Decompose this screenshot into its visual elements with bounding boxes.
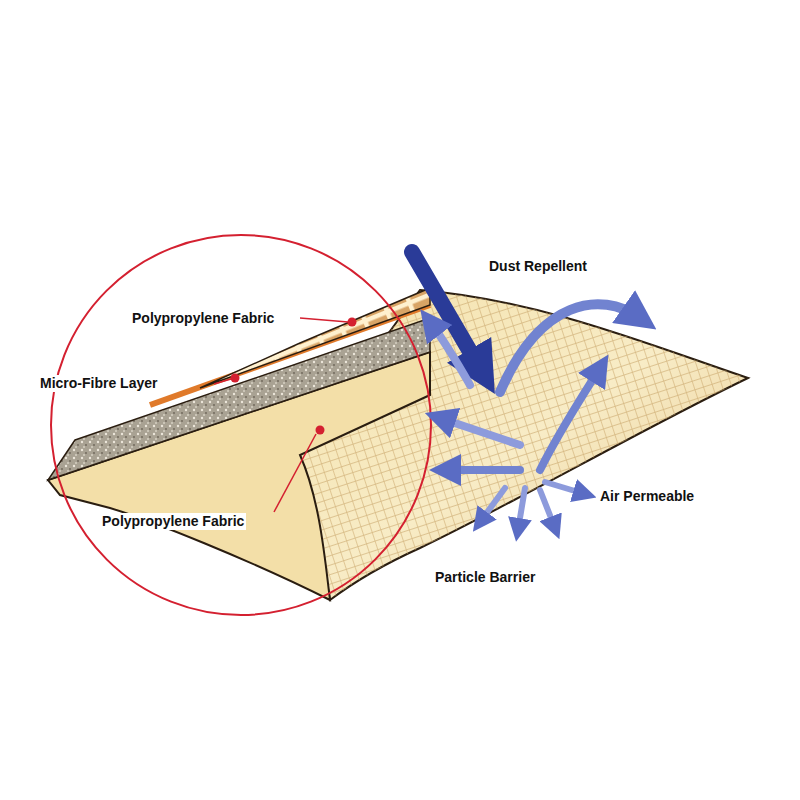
leader-line xyxy=(300,318,348,322)
leader-line xyxy=(274,434,316,512)
air-arrow xyxy=(440,418,520,445)
repel-arrow xyxy=(500,304,640,392)
magnifier-circle xyxy=(51,235,431,615)
part-label: Polypropylene Fabric xyxy=(130,310,276,327)
leader-dot xyxy=(348,318,357,327)
callout-label: Particle Barrier xyxy=(433,569,537,586)
leader-lines xyxy=(214,318,357,513)
barrier-arrow xyxy=(480,488,505,522)
barrier-arrow xyxy=(518,488,525,530)
part-label: Micro-Fibre Layer xyxy=(38,375,159,392)
leader-dot xyxy=(231,374,240,383)
top-grid-layer xyxy=(200,288,430,388)
sheet-surface xyxy=(300,290,748,600)
micro-fibre-band xyxy=(48,318,430,480)
sheet-texture xyxy=(300,290,748,600)
callout-label: Dust Repellent xyxy=(487,258,589,275)
fabric-sheet xyxy=(300,290,748,600)
air-arrow xyxy=(545,482,585,494)
leader-dot xyxy=(316,426,325,435)
barrier-arrow xyxy=(540,490,555,528)
repel-arrow xyxy=(430,322,470,385)
air-arrow xyxy=(540,368,600,470)
leader-line xyxy=(214,379,231,384)
part-label: Polypropylene Fabric xyxy=(100,513,246,530)
air-arrow xyxy=(445,466,520,474)
cutaway-layers xyxy=(48,288,430,600)
callout-label: Air Permeable xyxy=(598,488,696,505)
